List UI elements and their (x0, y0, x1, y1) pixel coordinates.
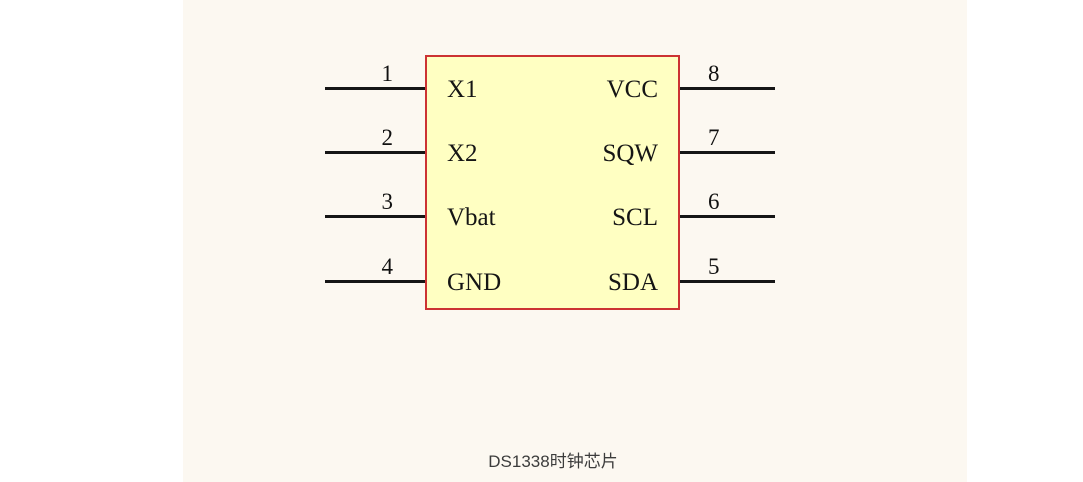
pin-label-vbat: Vbat (447, 204, 496, 231)
pin-7-wire (680, 151, 775, 154)
pin-8-wire (680, 87, 775, 90)
pin-3: 3 (325, 185, 425, 218)
chip-body: X1 X2 Vbat GND VCC SQW SCL SDA (425, 55, 680, 310)
pin-6: 6 (680, 185, 775, 218)
pin-label-sda: SDA (607, 269, 658, 296)
pin-5: 5 (680, 250, 775, 283)
pin-6-wire (680, 215, 775, 218)
pin-label-scl: SCL (612, 204, 658, 231)
pin-8-number: 8 (708, 61, 720, 86)
pin-7-number: 7 (708, 125, 720, 150)
pin-1-number: 1 (381, 61, 394, 86)
figure-caption: DS1338时钟芯片 (488, 452, 618, 471)
pin-label-gnd: GND (447, 269, 502, 296)
pin-5-number: 5 (708, 254, 720, 279)
pin-5-wire (680, 280, 775, 283)
corner-patch (1062, 0, 1083, 14)
pin-label-sqw: SQW (602, 140, 658, 167)
pin-4-number: 4 (381, 254, 394, 279)
pin-2-number: 2 (381, 125, 394, 150)
pin-2-wire (325, 151, 425, 154)
pin-4: 4 (325, 250, 425, 283)
pin-7: 7 (680, 121, 775, 154)
pin-label-x1: X1 (447, 76, 478, 103)
pin-6-number: 6 (708, 189, 720, 214)
pin-2: 2 (325, 121, 425, 154)
pin-8: 8 (680, 57, 775, 90)
pin-3-wire (325, 215, 425, 218)
pin-4-wire (325, 280, 425, 283)
pin-label-vcc: VCC (606, 76, 658, 103)
pin-3-number: 3 (381, 189, 394, 214)
pin-1-wire (325, 87, 425, 90)
pin-1: 1 (325, 57, 425, 90)
pin-label-x2: X2 (447, 140, 478, 167)
